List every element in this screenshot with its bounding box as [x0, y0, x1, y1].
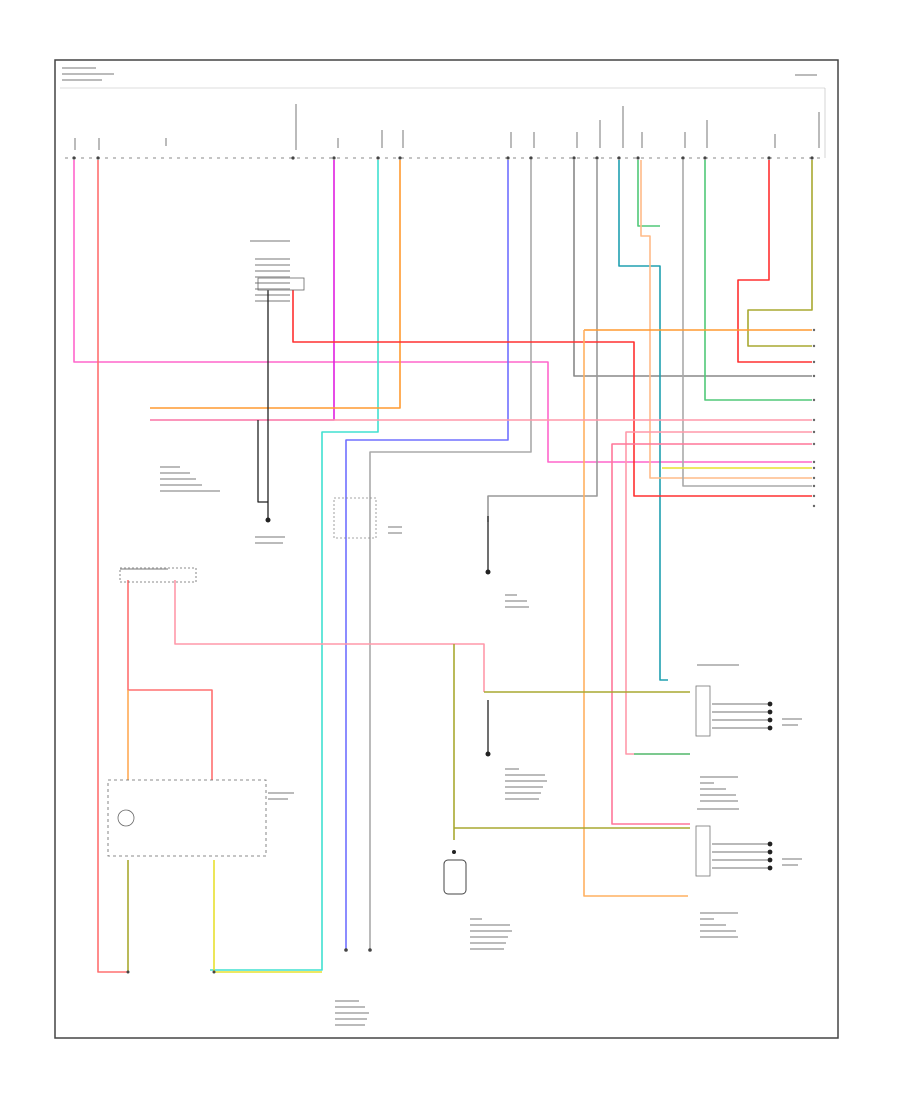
ground-symbols — [265, 517, 491, 854]
bottom-connector-pins — [126, 948, 372, 974]
right-wire-end-pins — [812, 328, 816, 508]
radio-module-box — [333, 497, 377, 539]
wire-green-705 — [704, 160, 812, 401]
relay-coil-icon — [117, 809, 135, 827]
wire-blue-508 — [345, 160, 509, 950]
speaker-connector-rear — [695, 825, 773, 877]
wire-orange-400 — [150, 160, 401, 409]
wire-teal-619 — [618, 160, 668, 681]
wire-pink-right-3 — [611, 443, 812, 825]
diagram-frame — [54, 59, 839, 1039]
wire-light-pink-relay — [174, 580, 485, 692]
wire-green-638 — [637, 160, 660, 227]
wire-red-relay-top — [127, 580, 213, 780]
top-terminal-labels — [74, 104, 820, 150]
wire-peach-641 — [640, 160, 812, 479]
wire-black-lead — [257, 420, 268, 503]
amplifier-connector — [443, 859, 467, 895]
relay-box — [107, 779, 267, 857]
wire-red-module — [292, 290, 812, 497]
wire-red-769 — [737, 160, 812, 363]
speaker-connector-front — [695, 685, 773, 737]
wire-gray-683 — [682, 160, 812, 487]
wire-orange-down — [583, 330, 688, 897]
illegible-labels — [62, 67, 817, 1026]
wire-gray-531 — [369, 160, 532, 950]
antenna-module — [257, 277, 305, 291]
wire-olive-812 — [747, 160, 813, 347]
fuse-box — [119, 567, 197, 583]
wire-gray-574 — [573, 160, 812, 377]
wire-lightred-left-down — [97, 160, 128, 973]
wire-pink-left — [73, 160, 812, 463]
top-connector-pins — [72, 156, 814, 160]
wire-gray-597 — [487, 160, 598, 522]
